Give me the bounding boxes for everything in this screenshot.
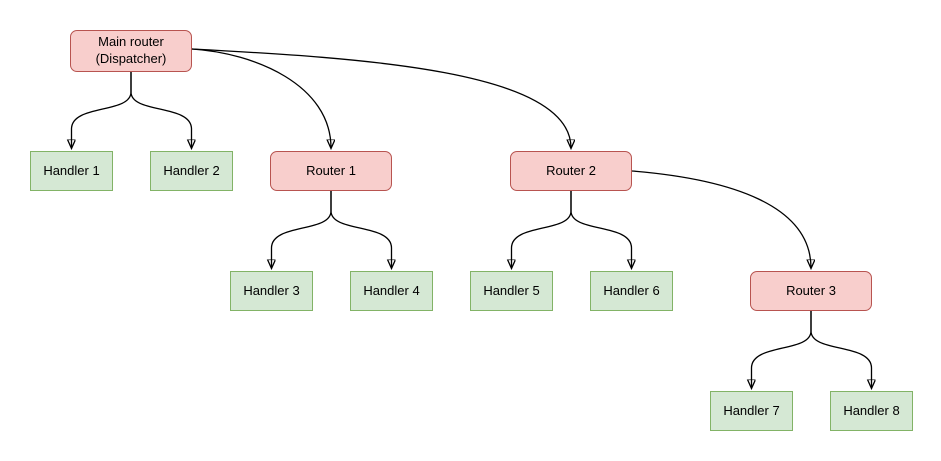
edge-router2-to-router3 [631, 170, 811, 268]
edge-main-to-router1 [191, 48, 331, 148]
node-handler-2-label: Handler 2 [163, 162, 220, 178]
node-main-router: Main router (Dispatcher) [70, 30, 192, 72]
node-handler-1: Handler 1 [30, 151, 113, 191]
node-handler-6-label: Handler 6 [603, 282, 660, 298]
node-handler-7: Handler 7 [710, 391, 793, 431]
node-handler-4: Handler 4 [350, 271, 433, 311]
node-handler-6: Handler 6 [590, 271, 673, 311]
node-handler-3-label: Handler 3 [243, 282, 300, 298]
node-router-3: Router 3 [750, 271, 872, 311]
node-handler-5: Handler 5 [470, 271, 553, 311]
edge-router1-to-handler3 [272, 191, 332, 268]
node-handler-5-label: Handler 5 [483, 282, 540, 298]
node-handler-8: Handler 8 [830, 391, 913, 431]
node-router-2: Router 2 [510, 151, 632, 191]
edge-router2-to-handler6 [570, 191, 632, 268]
node-handler-8-label: Handler 8 [843, 402, 900, 418]
edge-router1-to-handler4 [330, 191, 392, 268]
edge-main-to-handler1 [72, 72, 132, 148]
edge-router3-to-handler7 [752, 311, 812, 388]
node-handler-2: Handler 2 [150, 151, 233, 191]
node-router-3-label: Router 3 [786, 282, 836, 298]
node-main-router-label: Main router (Dispatcher) [95, 34, 167, 66]
node-router-1-label: Router 1 [306, 162, 356, 178]
node-router-2-label: Router 2 [546, 162, 596, 178]
edge-router3-to-handler8 [810, 311, 872, 388]
node-handler-1-label: Handler 1 [43, 162, 100, 178]
edge-main-to-router2 [191, 48, 571, 148]
node-handler-7-label: Handler 7 [723, 402, 780, 418]
edge-router2-to-handler5 [512, 191, 572, 268]
node-handler-4-label: Handler 4 [363, 282, 420, 298]
node-handler-3: Handler 3 [230, 271, 313, 311]
edge-main-to-handler2 [130, 72, 192, 148]
node-router-1: Router 1 [270, 151, 392, 191]
